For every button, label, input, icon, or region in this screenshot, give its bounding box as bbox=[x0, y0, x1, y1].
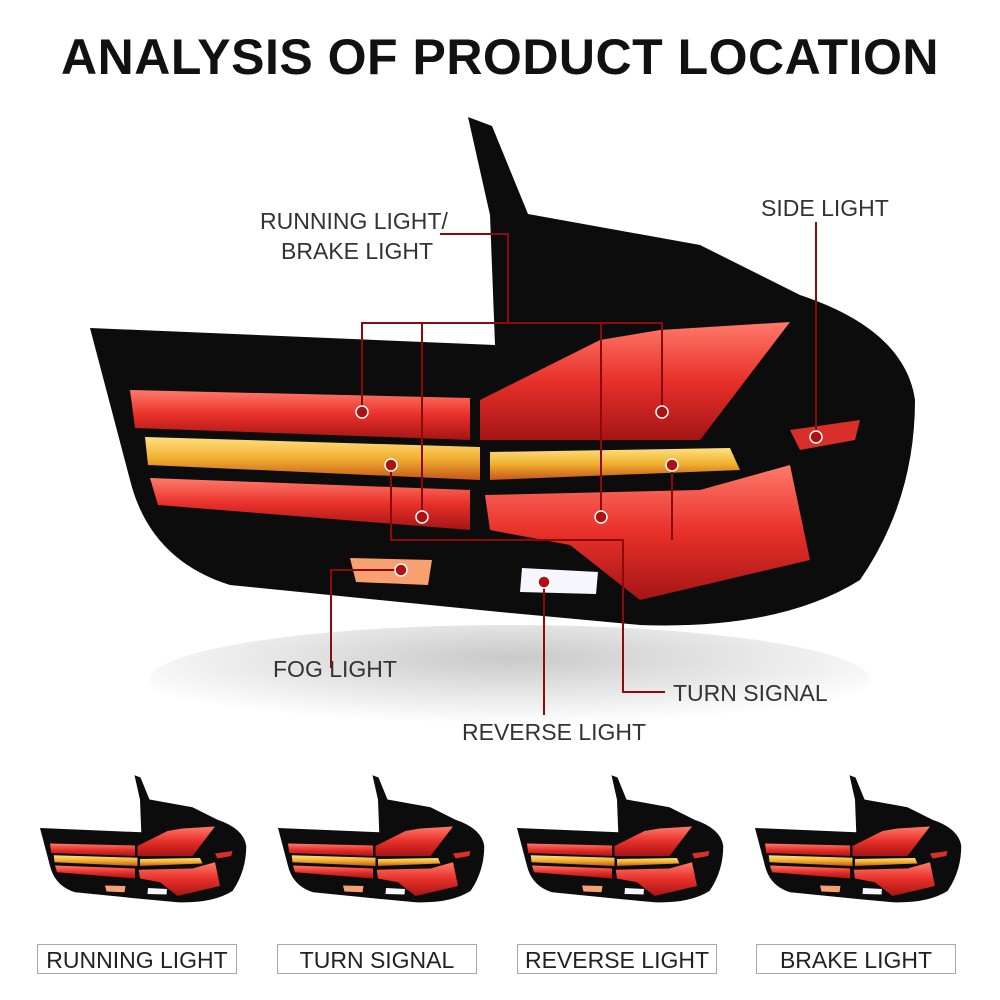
callout-running-brake-line2: BRAKE LIGHT bbox=[281, 238, 434, 264]
mode-thumbnail-brake bbox=[755, 775, 962, 903]
mode-label-reverse: REVERSE LIGHT bbox=[517, 944, 717, 974]
mode-thumbnail-turn bbox=[278, 775, 485, 903]
callout-fog-light: FOG LIGHT bbox=[273, 656, 397, 682]
callout-running-brake-line1: RUNNING LIGHT/ bbox=[260, 208, 448, 234]
callout-side-light: SIDE LIGHT bbox=[761, 195, 889, 221]
callout-lines bbox=[330, 222, 817, 715]
mode-label-brake: BRAKE LIGHT bbox=[756, 944, 956, 974]
mode-label-turn: TURN SIGNAL bbox=[277, 944, 477, 974]
callout-dots bbox=[355, 405, 823, 589]
callout-reverse-light: REVERSE LIGHT bbox=[462, 719, 647, 745]
callout-turn-signal: TURN SIGNAL bbox=[673, 680, 828, 706]
mode-thumbnail-reverse bbox=[517, 775, 724, 903]
mode-label-running: RUNNING LIGHT bbox=[37, 944, 237, 974]
page-title: ANALYSIS OF PRODUCT LOCATION bbox=[61, 29, 939, 85]
mode-thumbnail-running bbox=[40, 775, 247, 903]
